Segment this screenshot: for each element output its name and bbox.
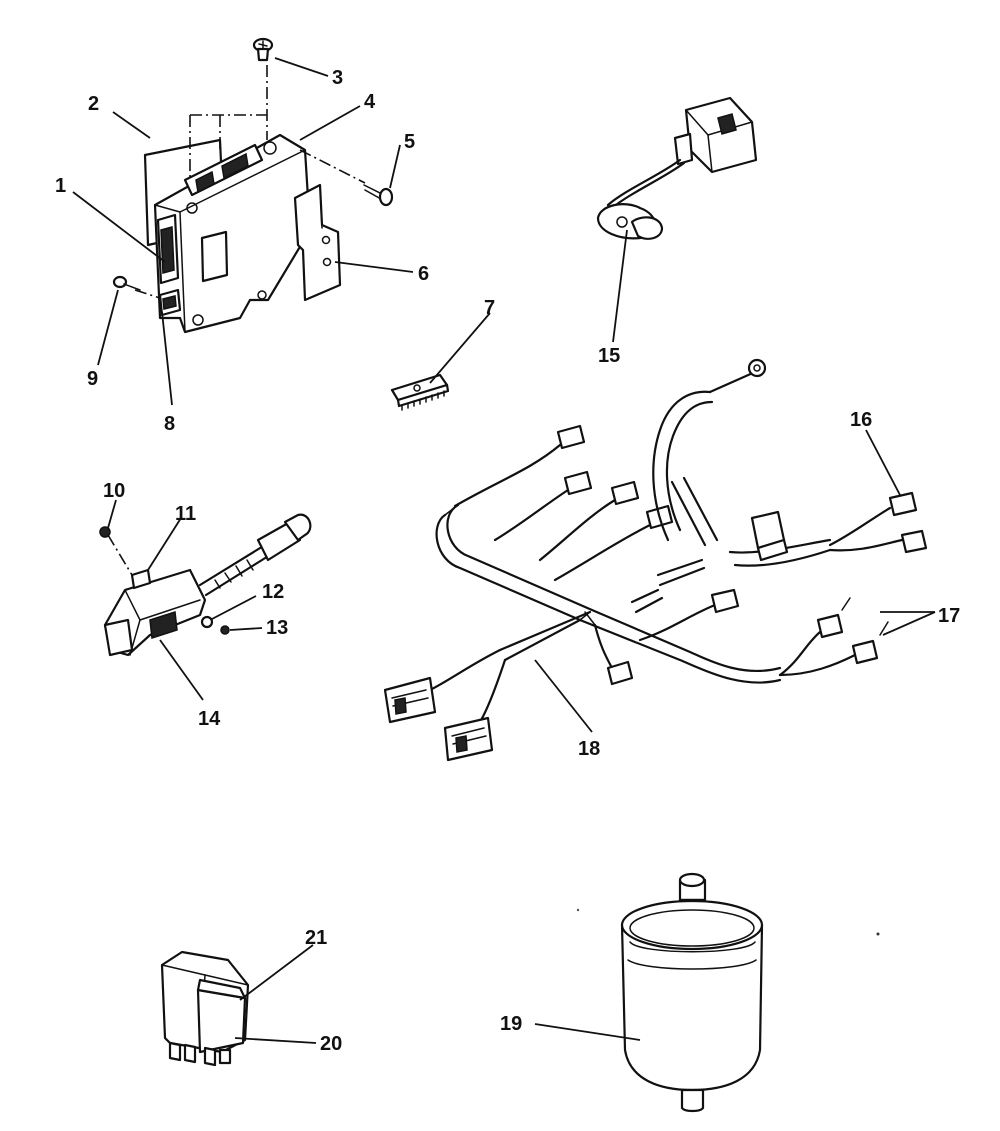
- callout-7: 7: [484, 297, 495, 319]
- callout-14: 14: [198, 708, 221, 730]
- callout-16: 16: [850, 409, 872, 431]
- throttle-sensor-assembly: [99, 513, 312, 657]
- callout-6: 6: [418, 263, 429, 285]
- screw-3: [252, 37, 274, 62]
- callout-20: 20: [320, 1033, 342, 1055]
- callout-8: 8: [164, 413, 175, 435]
- callout-18: 18: [578, 738, 600, 760]
- callout-13: 13: [266, 617, 288, 639]
- callout-15: 15: [598, 345, 620, 367]
- eeprom-chip: [390, 373, 450, 411]
- callout-21: 21: [305, 927, 327, 949]
- callout-11: 11: [175, 503, 196, 525]
- ecu-mounting-bracket: [293, 183, 342, 302]
- callout-19: 19: [500, 1013, 522, 1035]
- callout-2: 2: [88, 93, 99, 115]
- callout-12: 12: [262, 581, 284, 603]
- callout-4: 4: [364, 91, 376, 113]
- screw-5: [363, 184, 394, 207]
- wiring-harness: [383, 358, 928, 762]
- relay: [160, 950, 250, 1067]
- leader-lines: [72, 57, 936, 1044]
- callout-3: 3: [332, 67, 343, 89]
- callout-10: 10: [103, 480, 125, 502]
- ecu-module-assembly: [112, 37, 394, 334]
- callout-labels: 1 2 3 4 5 6 7 8 9 10 11 12 13 14 15 16 1…: [55, 67, 960, 1055]
- screw-9: [112, 275, 141, 291]
- callout-1: 1: [55, 175, 66, 197]
- fuel-filter: [620, 872, 764, 1113]
- sensor-with-pigtail: [596, 96, 758, 240]
- callout-17: 17: [938, 605, 960, 627]
- callout-5: 5: [404, 131, 415, 153]
- callout-9: 9: [87, 368, 98, 390]
